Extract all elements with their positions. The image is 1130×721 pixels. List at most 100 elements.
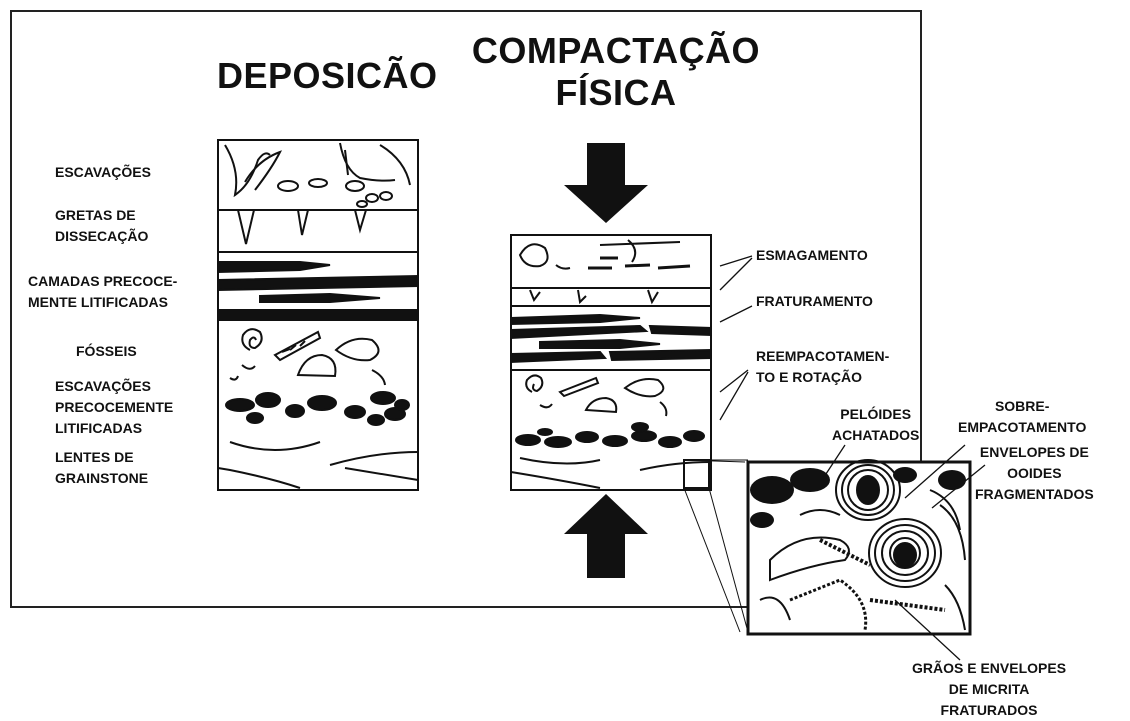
gastropod-fossil — [525, 374, 544, 393]
label-flattened-peloids-line1: PELÓIDES — [840, 406, 912, 422]
desiccation-crack — [354, 209, 367, 234]
label-fragmented-ooid-envelopes-line2: OOIDES — [1007, 465, 1062, 481]
label-early-lithified-burrows-line2: PRECOCEMENTE — [55, 399, 174, 415]
crushed-burrow — [518, 243, 549, 268]
shell-fragment-fossil — [558, 376, 600, 398]
label-early-lithified-burrows: ESCAVAÇÕES PRECOCEMENTE LITIFICADAS — [55, 376, 173, 439]
up-arrow — [564, 494, 648, 578]
burrow-trace — [244, 150, 283, 191]
crushed-burrow — [627, 239, 637, 263]
label-crushing: ESMAGAMENTO — [756, 247, 868, 263]
ooid — [868, 518, 942, 588]
grainstone-lens — [329, 451, 419, 466]
label-flattened-peloids-line2: ACHATADOS — [832, 427, 920, 443]
fractured-micrite-envelope — [869, 598, 946, 612]
compaction-title-line1: COMPACTAÇÃO — [471, 30, 761, 71]
grainstone-lens — [217, 467, 301, 489]
label-early-lithified-burrows-line3: LITIFICADAS — [55, 420, 143, 436]
label-overpacking-line2: EMPACOTAMENTO — [958, 419, 1087, 435]
label-fossils: FÓSSEIS — [76, 343, 137, 359]
label-lithified-layers-line2: MENTE LITIFICADAS — [28, 294, 168, 310]
burrow-trace — [344, 149, 349, 176]
label-fractured-micrite-grains-line3: FRATURADOS — [940, 702, 1038, 718]
pellet — [379, 191, 393, 201]
compaction-column-outline — [510, 234, 712, 491]
bivalve-fossil — [623, 378, 665, 398]
fractured-layer — [510, 324, 649, 340]
desiccation-crack — [297, 209, 309, 236]
shell-fragment-fossil — [273, 330, 322, 362]
label-repacking-line1: REEMPACOTAMEN- — [756, 348, 890, 364]
shell-fragment-fossil — [281, 340, 306, 353]
desiccation-crack — [237, 209, 255, 245]
flattened-peloids — [750, 467, 966, 528]
fossil-fragment — [229, 375, 239, 381]
micrite-grain — [799, 509, 841, 516]
label-overpacking-line1: SOBRE- — [994, 398, 1050, 414]
pellet — [308, 178, 328, 188]
label-cracks: GRETAS DE DISSECAÇÃO — [55, 205, 148, 247]
grainstone-lens — [639, 461, 712, 471]
burrow-trace — [339, 142, 396, 182]
compaction-title-line2: FÍSICA — [555, 72, 677, 113]
leader-lines — [719, 255, 753, 421]
label-fracturing: FRATURAMENTO — [756, 293, 873, 309]
lithified-layer — [217, 274, 419, 292]
detail-view — [746, 459, 972, 636]
figure-frame — [10, 10, 922, 608]
label-cracks-line2: DISSECAÇÃO — [55, 228, 149, 244]
crushed-fragment — [555, 264, 571, 270]
grainstone-lens — [519, 457, 601, 465]
brachiopod-fossil — [584, 396, 618, 414]
label-repacking-line2: TO E ROTAÇÃO — [756, 369, 863, 385]
fractured-layer — [539, 338, 661, 349]
deposition-title: DEPOSICÃO — [217, 55, 438, 96]
grainstone-lens — [510, 471, 601, 489]
fragmented-envelope — [939, 504, 966, 561]
flattened-nodules — [515, 422, 705, 448]
fractured-layer — [648, 324, 712, 337]
lithified-layer — [217, 261, 331, 274]
pellet — [277, 180, 299, 192]
label-lithified-layers-line1: CAMADAS PRECOCE- — [28, 273, 178, 289]
grainstone-lens — [344, 467, 419, 481]
gastropod-fossil — [241, 328, 263, 351]
compaction-arrows — [564, 143, 648, 578]
fossil-fragment — [539, 403, 553, 409]
pellet — [356, 200, 368, 208]
label-cracks-line1: GRETAS DE — [55, 207, 136, 223]
ooid — [835, 459, 901, 521]
zoom-projection-lines — [683, 459, 749, 633]
fractured-layer — [510, 313, 641, 326]
label-fractured-micrite-grains-line1: GRÃOS E ENVELOPES — [912, 660, 1067, 676]
label-fragmented-ooid-envelopes-line3: FRAGMENTADOS — [975, 486, 1094, 502]
crack-trace — [647, 289, 659, 305]
micrite-grain — [759, 596, 791, 621]
fractured-micrite-envelope — [819, 538, 871, 567]
crack-trace — [577, 289, 587, 305]
lithified-burrow-nodules — [225, 391, 410, 426]
compaction-column — [510, 234, 712, 491]
label-fragmented-ooid-envelopes-line1: ENVELOPES DE — [979, 444, 1089, 460]
label-lithified-layers: CAMADAS PRECOCE- MENTE LITIFICADAS — [28, 271, 177, 313]
fractured-layer — [510, 350, 608, 364]
label-early-lithified-burrows-line1: ESCAVAÇÕES — [55, 378, 151, 394]
label-burrows: ESCAVAÇÕES — [55, 164, 151, 180]
pellet — [365, 193, 379, 203]
burrow-trace — [224, 144, 271, 198]
label-flattened-peloids: PELÓIDES ACHATADOS — [832, 404, 919, 446]
pellet — [345, 180, 365, 192]
bivalve-fossil — [334, 337, 380, 362]
brachiopod-fossil — [296, 353, 337, 378]
fragmented-envelope — [944, 584, 966, 631]
lithified-layer — [217, 309, 419, 321]
fragmented-envelope — [929, 489, 961, 531]
grainstone-lens — [229, 441, 321, 451]
label-grainstone-lenses-line1: LENTES DE — [55, 449, 134, 465]
fossil-fragment — [241, 364, 256, 370]
fractured-micrite-envelope — [789, 578, 868, 631]
crushed-fragment — [588, 263, 691, 270]
lithified-layer — [259, 292, 381, 303]
label-overpacking: SOBRE- EMPACOTAMENTO — [958, 396, 1086, 438]
